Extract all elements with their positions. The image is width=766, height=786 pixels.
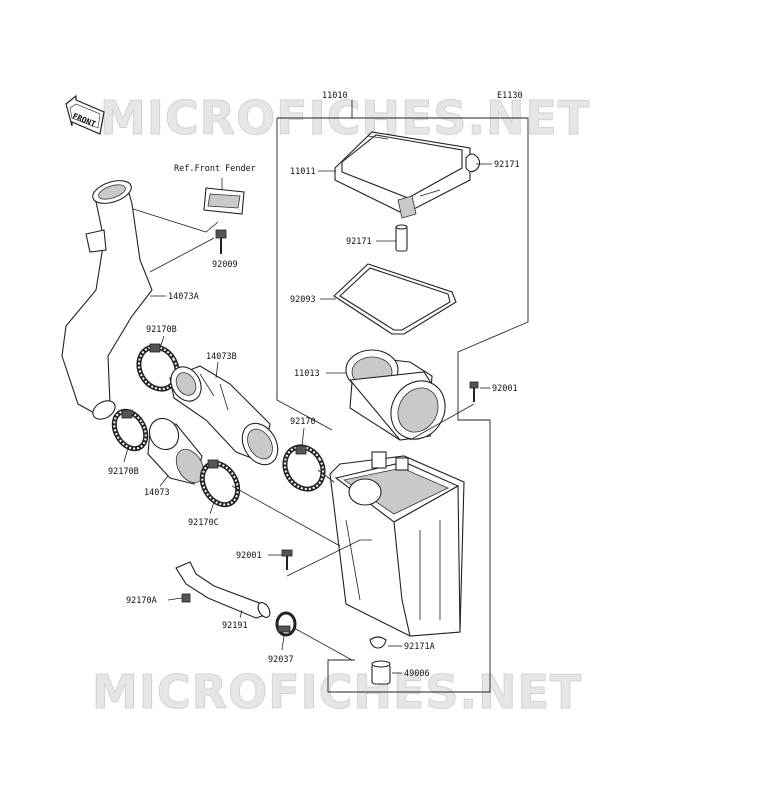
clamp-92170c <box>199 459 241 508</box>
label-92171a: 92171A <box>404 642 435 652</box>
intake-boot <box>147 417 205 485</box>
front-arrow-icon: FRONT <box>65 94 105 135</box>
label-92093: 92093 <box>290 295 316 305</box>
label-11011: 11011 <box>290 167 316 177</box>
label-11010: 11010 <box>322 91 348 101</box>
diagram-code: E1130 <box>497 91 523 101</box>
bolt-92009 <box>215 229 227 254</box>
label-92009: 92009 <box>212 260 238 270</box>
bolt-right <box>469 381 479 402</box>
air-cleaner-case <box>329 451 465 637</box>
label-92170a: 92170A <box>126 596 157 606</box>
label-92170c: 92170C <box>188 518 219 528</box>
connecting-duct <box>169 365 279 466</box>
cover-clip-top <box>465 153 481 173</box>
clamp-92170b-bottom <box>111 408 149 452</box>
reference-note: Ref.Front Fender <box>174 164 256 174</box>
spacer-tube <box>395 224 408 252</box>
air-cleaner-cover <box>334 131 471 219</box>
label-92170b-top: 92170B <box>146 325 177 335</box>
clip-92170a <box>181 593 191 603</box>
clamp-92170 <box>282 444 326 492</box>
label-49006: 49006 <box>404 669 430 679</box>
label-14073b: 14073B <box>206 352 237 362</box>
case-clip-bottom <box>369 636 387 649</box>
clamp-92037 <box>275 611 297 637</box>
label-14073a: 14073A <box>168 292 199 302</box>
clamp-92170b-top <box>136 343 180 392</box>
drain-cap <box>371 660 391 685</box>
label-92191: 92191 <box>222 621 248 631</box>
cover-gasket <box>333 263 457 335</box>
intake-duct <box>61 180 153 420</box>
label-92171-mid: 92171 <box>346 237 372 247</box>
label-92171-top: 92171 <box>494 160 520 170</box>
watermark-bottom: MICROFICHES.NET <box>92 665 582 719</box>
label-92170: 92170 <box>290 417 316 427</box>
label-92001-left: 92001 <box>236 551 262 561</box>
label-11013: 11013 <box>294 369 320 379</box>
air-filter-element <box>345 349 446 441</box>
label-92170b-bottom: 92170B <box>108 467 139 477</box>
breather-hose <box>175 561 271 619</box>
label-92037: 92037 <box>268 655 294 665</box>
label-14073: 14073 <box>144 488 170 498</box>
label-92001-right: 92001 <box>492 384 518 394</box>
assembly-frame <box>276 100 529 693</box>
bolt-left <box>281 549 293 570</box>
